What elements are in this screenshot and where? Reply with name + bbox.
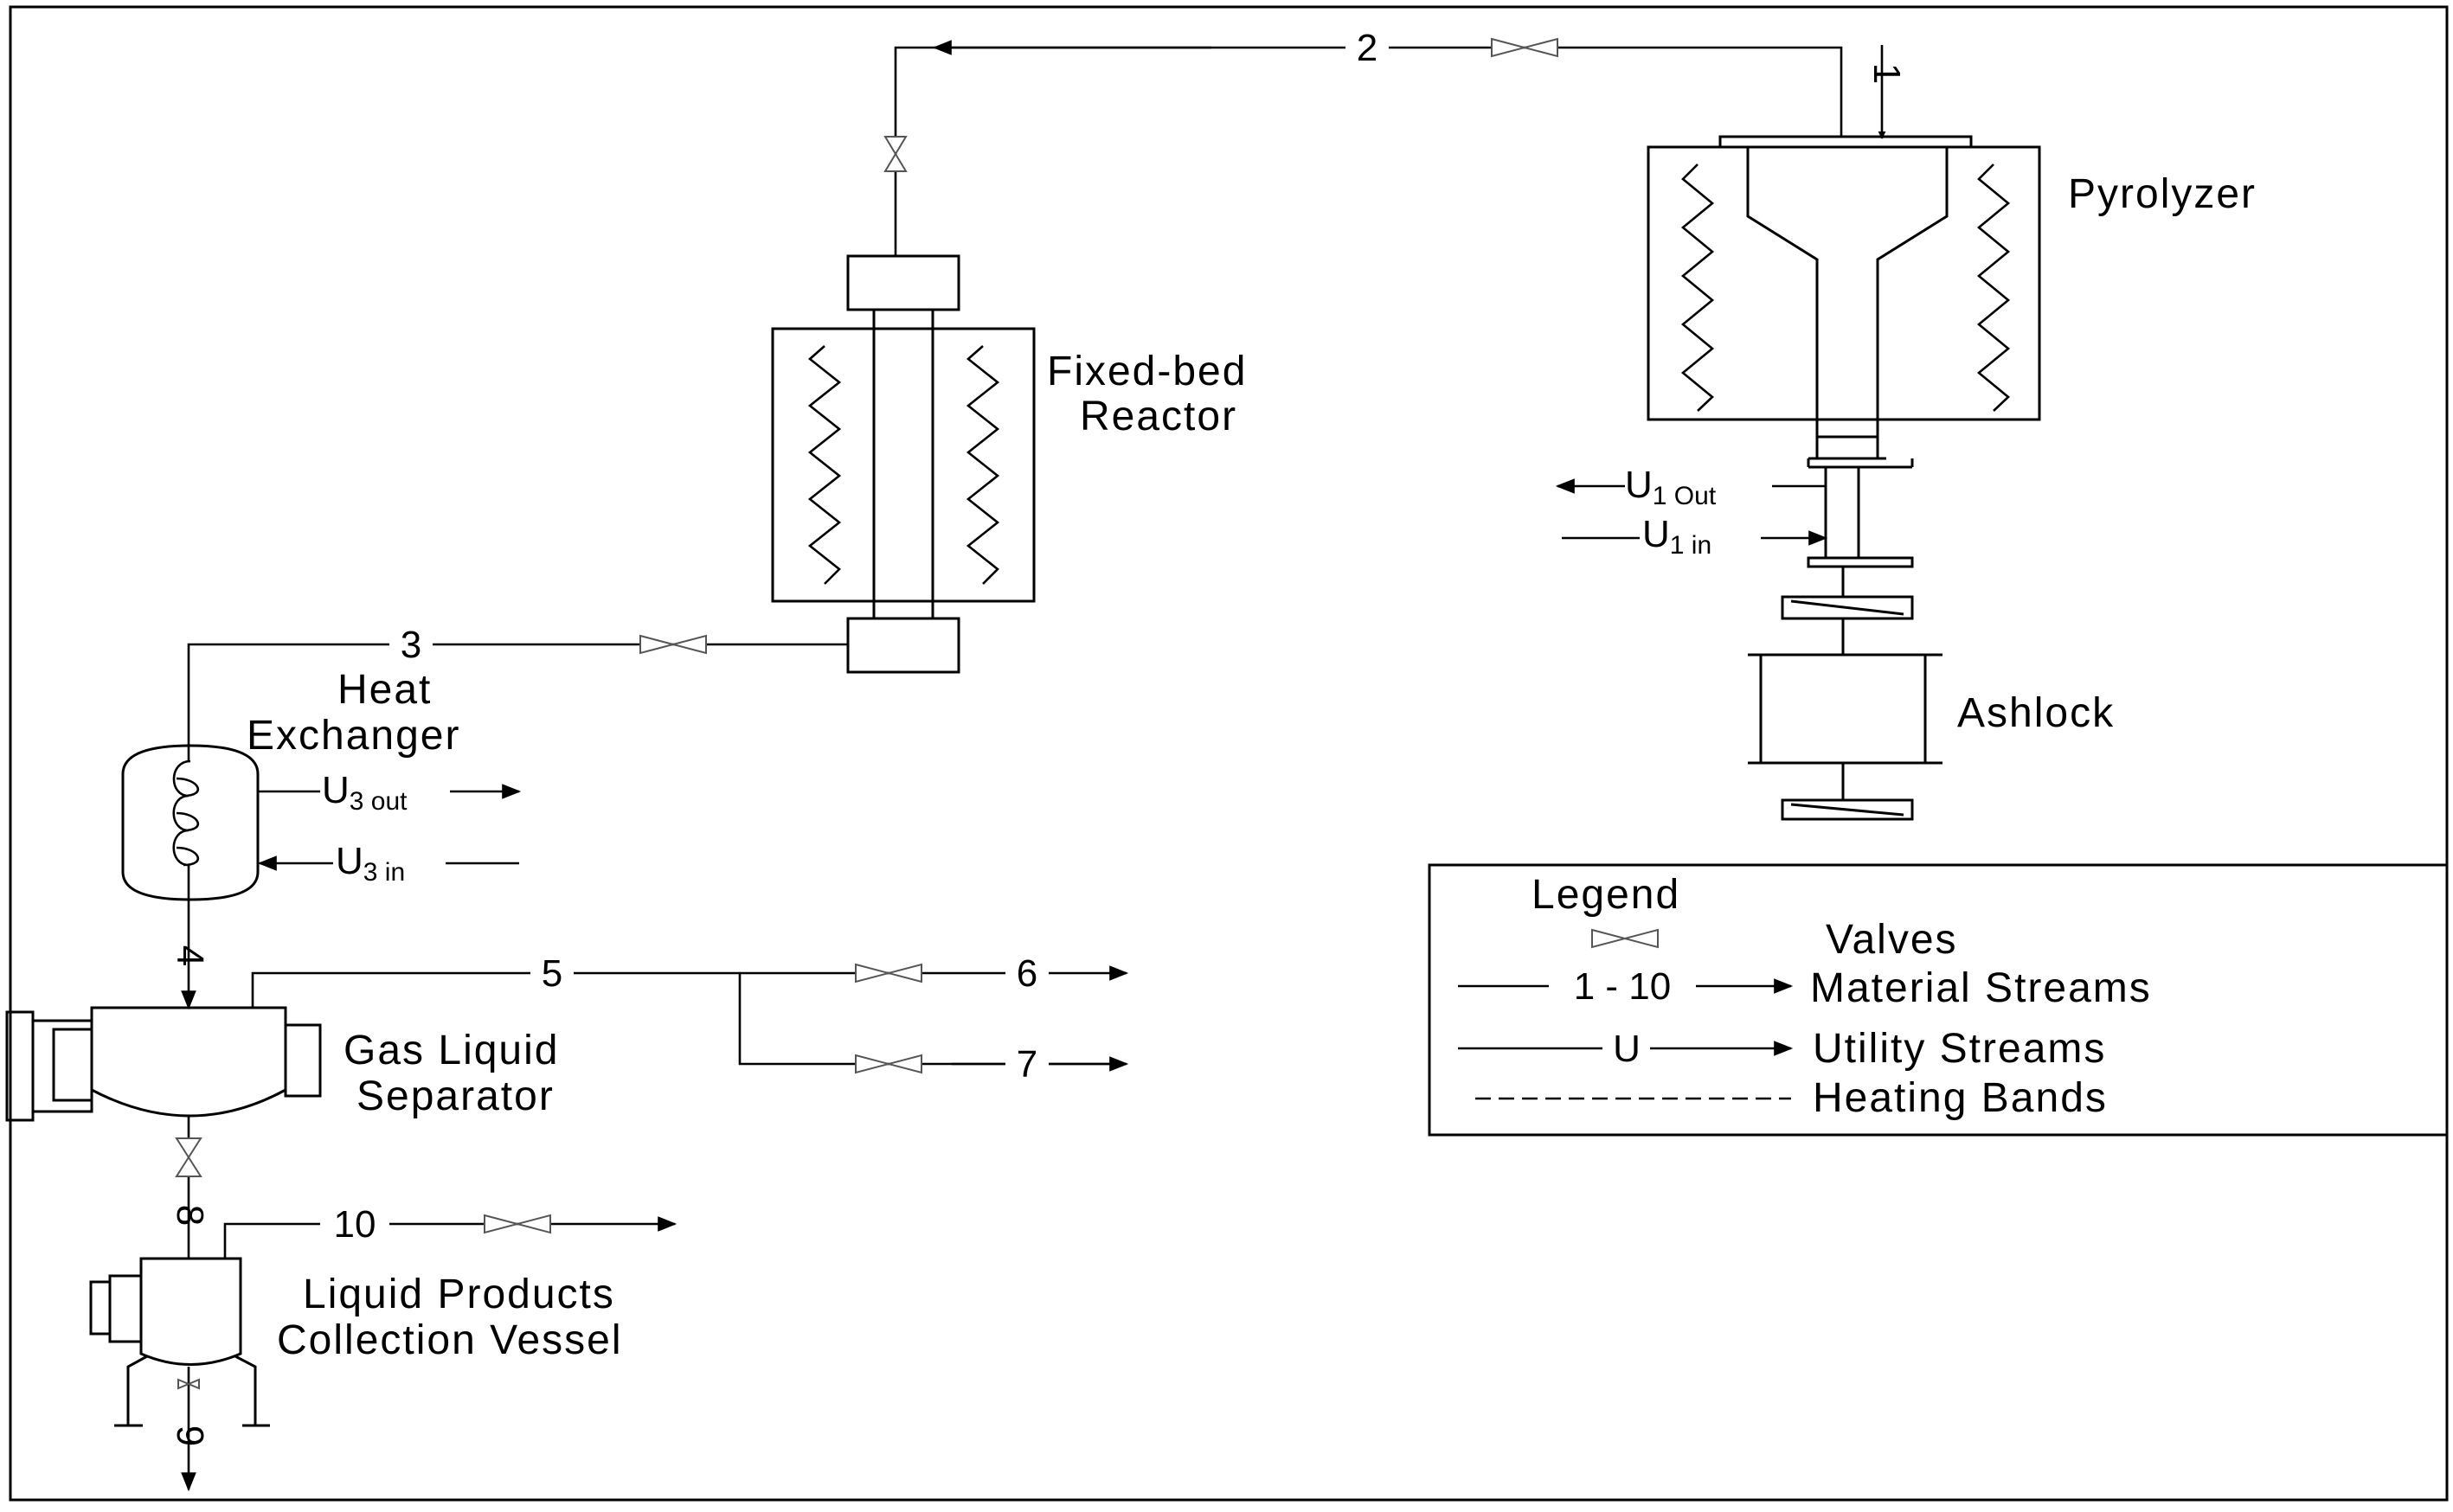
ashlock-label: Ashlock	[1957, 690, 2115, 736]
ashlock	[1748, 618, 1942, 821]
u3-out-label: U3 out	[322, 769, 408, 816]
hx-label-line1: Heat	[337, 667, 432, 713]
stream-9-label: 9	[169, 1426, 211, 1446]
legend-box: Legend Valves 1 - 10 Material Streams U …	[1428, 863, 2449, 1137]
legend-utility-symbol: U	[1613, 1028, 1641, 1070]
stream-7-label: 7	[1017, 1043, 1037, 1086]
vessel-label-line2: Collection Vessel	[277, 1317, 623, 1363]
u3-in-label: U3 in	[336, 840, 405, 887]
u1-out-label: U1 Out	[1625, 464, 1717, 510]
heat-exchanger	[121, 744, 260, 901]
separator-label-line1: Gas Liquid	[344, 1028, 559, 1073]
liquid-collection-vessel	[89, 1257, 270, 1427]
valve-icon	[855, 963, 922, 983]
reactor-label-line1: Fixed-bed	[1047, 349, 1247, 394]
gas-liquid-separator	[5, 1006, 322, 1122]
reactor-label-line2: Reactor	[1080, 394, 1237, 439]
stream-2-label: 2	[1357, 27, 1377, 69]
legend-utility-label: Utility Streams	[1813, 1026, 2106, 1072]
valve-icon	[855, 1054, 922, 1074]
stream-4-label: 4	[169, 945, 211, 966]
separator-label-line2: Separator	[356, 1073, 555, 1119]
valve-icon	[484, 1214, 551, 1234]
vessel-label-line1: Liquid Products	[303, 1272, 615, 1317]
legend-material-symbol: 1 - 10	[1574, 965, 1672, 1008]
stream-6-label: 6	[1017, 952, 1037, 995]
stream-5-label: 5	[542, 952, 562, 995]
valve-icon	[639, 634, 707, 655]
valve-icon	[883, 136, 908, 172]
u1-in-label: U1 in	[1642, 513, 1711, 560]
stream-2-line	[894, 46, 1843, 256]
legend-material-label: Material Streams	[1810, 965, 2152, 1011]
legend-heating-label: Heating Bands	[1813, 1075, 2108, 1121]
pyrolyzer-label: Pyrolyzer	[2068, 171, 2257, 217]
stream-3-line	[187, 643, 848, 761]
stream-3-label: 3	[401, 624, 421, 666]
valve-icon	[175, 1137, 202, 1177]
valve-icon	[177, 1378, 200, 1390]
hx-label-line2: Exchanger	[247, 713, 460, 759]
stream-1-label: 1	[1865, 63, 1908, 84]
valve-icon	[1491, 37, 1558, 58]
diagram-border	[9, 5, 2449, 1502]
legend-valves-label: Valves	[1826, 917, 1958, 963]
stream-10-label: 10	[334, 1203, 376, 1246]
stream-8-label: 8	[169, 1205, 211, 1226]
valve-icon	[1591, 928, 1659, 949]
fixed-bed-reactor	[771, 254, 1036, 674]
stream-10-line	[223, 1216, 677, 1259]
legend-title: Legend	[1532, 872, 1680, 918]
